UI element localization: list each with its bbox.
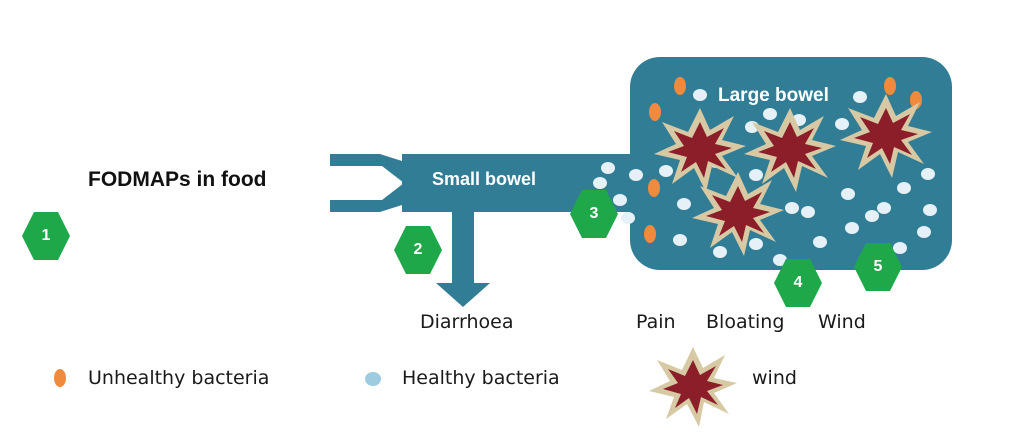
unhealthy-bacteria-dot (648, 179, 660, 197)
legend-unhealthy-label: Unhealthy bacteria (88, 367, 270, 389)
healthy-bacteria-dot (693, 89, 707, 101)
food-entry-arrow (330, 154, 404, 212)
unhealthy-bacteria-dot (649, 103, 661, 121)
healthy-bacteria-dot (921, 168, 935, 180)
step-4-number: 4 (793, 274, 803, 291)
step-1-hexagon (22, 212, 70, 260)
step-1-number: 1 (41, 227, 51, 244)
healthy-bacteria-dot (713, 246, 727, 258)
step-5-number: 5 (873, 258, 883, 275)
step-2-number: 2 (413, 241, 423, 258)
healthy-bacteria-dot (749, 169, 763, 181)
healthy-bacteria-dot (749, 238, 763, 250)
step-3-number: 3 (589, 205, 599, 222)
healthy-bacteria-dot (621, 212, 635, 224)
healthy-bacteria-dot (673, 234, 687, 246)
step-3-hexagon (570, 190, 618, 238)
healthy-bacteria-dot (865, 210, 879, 222)
step-5-hexagon (854, 243, 902, 291)
fodmaps-in-food-label: FODMAPs in food (88, 168, 267, 191)
unhealthy-bacteria-dot (910, 91, 922, 109)
legend-healthy-symbol (365, 372, 381, 386)
wind-burst (692, 172, 784, 256)
healthy-bacteria-group (593, 89, 937, 266)
unhealthy-bacteria-group (644, 77, 922, 243)
symptom-bloating-label: Bloating (706, 311, 785, 333)
legend-wind-label: wind (752, 367, 797, 389)
healthy-bacteria-dot (841, 188, 855, 200)
healthy-bacteria-dot (763, 108, 777, 120)
healthy-bacteria-dot (853, 91, 867, 103)
legend-unhealthy-symbol (54, 369, 66, 387)
unhealthy-bacteria-dot (644, 225, 656, 243)
legend-wind-symbol (649, 347, 737, 427)
healthy-bacteria-dot (923, 204, 937, 216)
wind-burst (840, 94, 932, 178)
step-2-hexagon (394, 226, 442, 274)
healthy-bacteria-dot (613, 194, 627, 206)
healthy-bacteria-dot (629, 169, 643, 181)
small-bowel-label: Small bowel (432, 169, 537, 189)
healthy-bacteria-dot (785, 202, 799, 214)
wind-burst (744, 108, 836, 192)
symptom-pain-label: Pain (636, 311, 676, 333)
healthy-bacteria-dot (601, 162, 615, 174)
healthy-bacteria-dot (677, 198, 691, 210)
healthy-bacteria-dot (893, 242, 907, 254)
healthy-bacteria-dot (773, 254, 787, 266)
healthy-bacteria-dot (659, 165, 673, 177)
symptom-wind-label: Wind (818, 311, 866, 333)
healthy-bacteria-dot (845, 222, 859, 234)
healthy-bacteria-dot (877, 202, 891, 214)
wind-burst (654, 108, 746, 192)
healthy-bacteria-dot (801, 206, 815, 218)
healthy-bacteria-dot (813, 236, 827, 248)
healthy-bacteria-dot (593, 177, 607, 189)
healthy-bacteria-dot (897, 182, 911, 194)
diarrhoea-arrow (436, 212, 490, 307)
step-4-hexagon (774, 259, 822, 307)
unhealthy-bacteria-dot (674, 77, 686, 95)
healthy-bacteria-dot (835, 118, 849, 130)
legend-healthy-label: Healthy bacteria (402, 367, 560, 389)
large-bowel-label: Large bowel (718, 85, 829, 106)
unhealthy-bacteria-dot (884, 77, 896, 95)
healthy-bacteria-dot (917, 226, 931, 238)
symptom-diarrhoea-label: Diarrhoea (420, 311, 514, 333)
